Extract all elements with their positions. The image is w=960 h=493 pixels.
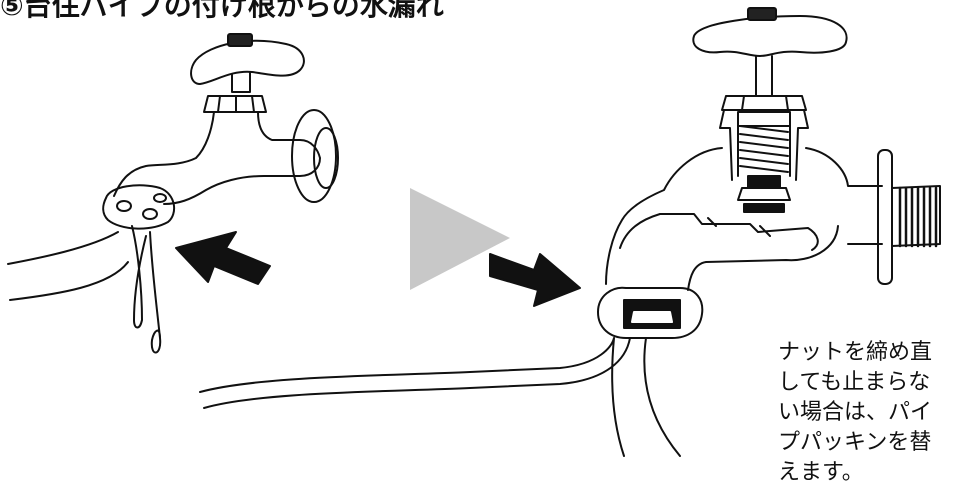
caption-line: い場合は、パイ [778, 400, 933, 425]
caption-line: ナットを締め直 [778, 340, 933, 365]
spindle-thread [737, 111, 791, 177]
right-faucet [199, 7, 941, 457]
right-faucet-bonnet [721, 95, 807, 111]
right-lower-pipe [199, 337, 681, 457]
right-faucet-body [605, 147, 883, 291]
right-outlet-thread [891, 185, 941, 248]
left-spout-nut [102, 184, 176, 230]
pointer-arrow-left [175, 231, 271, 285]
left-faucet-nut [203, 95, 267, 113]
left-wall-flange [291, 109, 337, 203]
diagram-title: ⑤台住パイプの付け根からの水漏れ [0, 0, 444, 22]
caption-line: プパッキンを替 [778, 430, 932, 455]
left-faucet-body [113, 111, 321, 205]
right-wall-flange [877, 149, 893, 285]
left-faucet-handle [190, 39, 305, 85]
pointer-arrow-right [489, 253, 581, 307]
instruction-caption: ナットを締め直 しても止まらな い場合は、パイ プパッキンを替 えます。 [778, 338, 960, 488]
right-faucet-handle [692, 15, 848, 57]
left-handle-knob [227, 33, 253, 47]
transition-triangle [410, 188, 510, 290]
caption-line: えます。 [778, 460, 864, 485]
caption-line: しても止まらな [778, 370, 931, 395]
water-leak-drip [131, 225, 162, 354]
left-pipe [7, 231, 129, 301]
right-handle-knob [747, 7, 777, 21]
left-faucet [7, 33, 339, 354]
right-spout-joint [597, 286, 704, 339]
